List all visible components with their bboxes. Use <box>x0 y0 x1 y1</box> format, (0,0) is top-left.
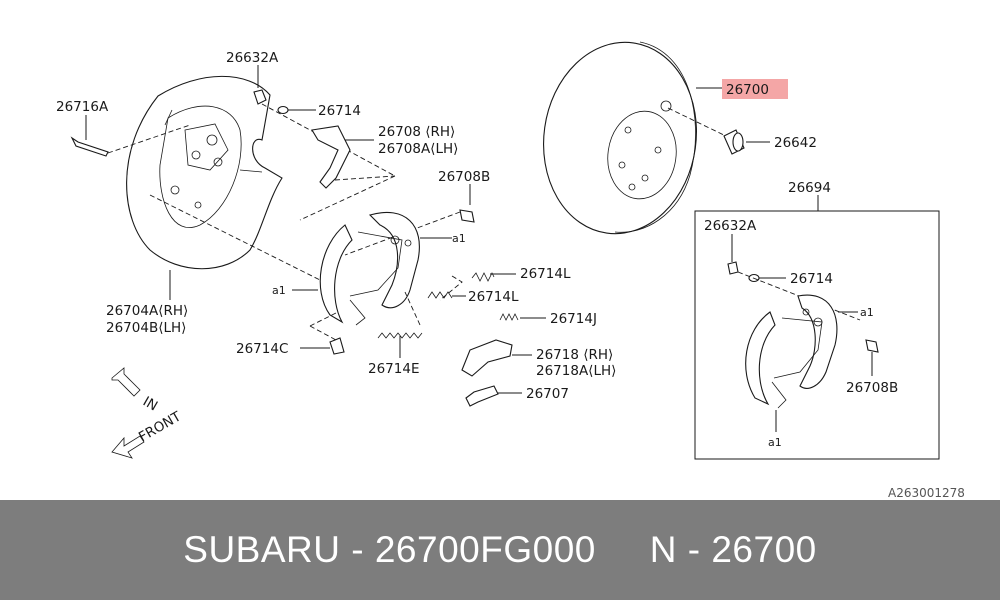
clip-26632A <box>253 89 267 105</box>
kit-adjuster-26708B <box>865 339 879 353</box>
adjuster-26708B <box>459 209 475 223</box>
washer-26714 <box>277 105 289 115</box>
diagram-canvas: 26632A 26714 26716A 26708 ⟨RH⟩ 26708A⟨LH… <box>56 41 965 500</box>
spring-26714L-a <box>471 272 495 282</box>
kit-label-a1-upper: a1 <box>860 306 874 319</box>
brake-shoes-drawing <box>319 211 420 326</box>
arrow-front-icon <box>111 435 145 459</box>
label-26714L-b: 26714L <box>468 289 519 305</box>
reference-code: A263001278 <box>888 486 965 500</box>
spring-26714E <box>377 332 423 339</box>
kit-label-26714: 26714 <box>790 271 833 287</box>
label-a1-upper: a1 <box>452 232 466 245</box>
strut-26718 <box>461 339 513 377</box>
spring-26714J <box>499 313 519 321</box>
label-26708A: 26708A⟨LH⟩ <box>378 141 458 157</box>
bolt-26716A <box>70 136 109 157</box>
spring-26714L-b <box>427 291 453 299</box>
parts-diagram: 26632A 26714 26716A 26708 ⟨RH⟩ 26708A⟨LH… <box>56 41 965 500</box>
label-26716A: 26716A <box>56 99 109 115</box>
clip-26714C <box>329 337 345 355</box>
label-26700: 26700 <box>726 82 769 98</box>
label-26704B: 26704B⟨LH⟩ <box>106 320 186 336</box>
label-26632A: 26632A <box>226 50 279 66</box>
label-26718A: 26718A⟨LH⟩ <box>536 363 616 379</box>
part-number-banner: SUBARU - 26700FG000 N - 26700 <box>0 500 1000 600</box>
label-26708B: 26708B <box>438 169 490 185</box>
kit-brake-shoes-drawing <box>745 294 838 409</box>
label-26694: 26694 <box>788 180 831 196</box>
backing-plate-drawing <box>126 75 283 270</box>
arrow-in-icon <box>111 367 141 397</box>
label-26642: 26642 <box>774 135 817 151</box>
label-26704A: 26704A⟨RH⟩ <box>106 303 188 319</box>
label-26714L-a: 26714L <box>520 266 571 282</box>
kit-26694-box <box>694 210 940 460</box>
direction-in-label: IN <box>140 394 160 415</box>
label-26714C: 26714C <box>236 341 288 357</box>
label-26708: 26708 ⟨RH⟩ <box>378 124 455 140</box>
label-26714J: 26714J <box>550 311 597 327</box>
direction-front-label: FRONT <box>136 408 185 445</box>
kit-label-26632A: 26632A <box>704 218 757 234</box>
kit-label-26708B: 26708B <box>846 380 898 396</box>
kit-clip-26632A <box>727 261 739 275</box>
label-26714: 26714 <box>318 103 361 119</box>
lever-26708 <box>311 125 351 189</box>
label-26714E: 26714E <box>368 361 419 377</box>
label-26707: 26707 <box>526 386 569 402</box>
label-26718: 26718 ⟨RH⟩ <box>536 347 613 363</box>
rotor-drawing <box>543 41 697 235</box>
adjuster-26707 <box>465 385 499 407</box>
label-a1-left: a1 <box>272 284 286 297</box>
part-26700-highlight <box>722 79 788 99</box>
kit-label-a1-lower: a1 <box>768 436 782 449</box>
part-number-text: SUBARU - 26700FG000 N - 26700 <box>183 529 817 570</box>
